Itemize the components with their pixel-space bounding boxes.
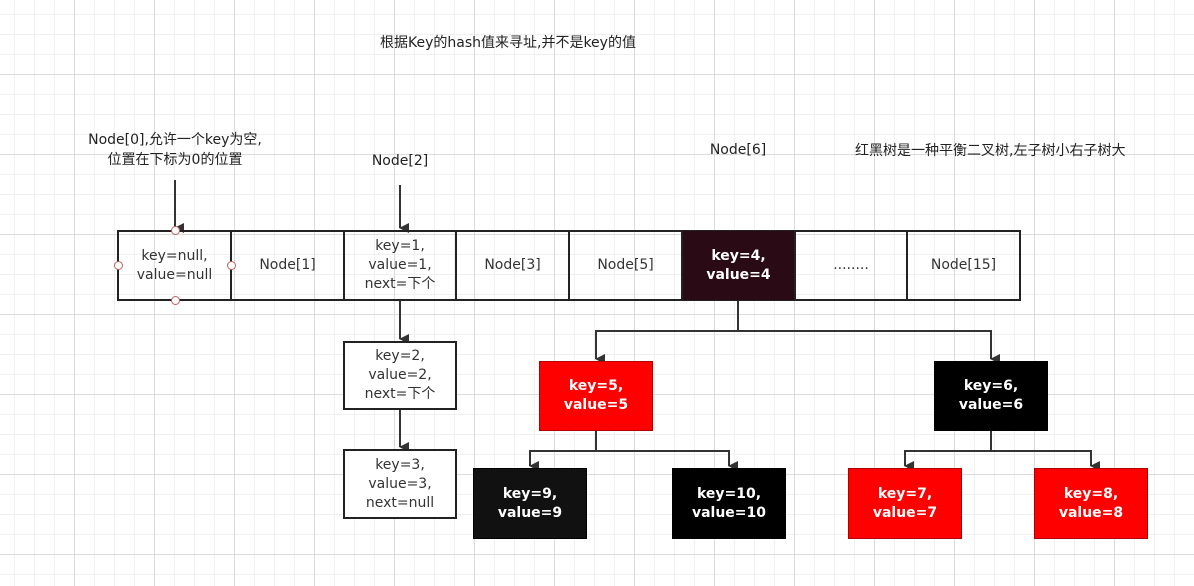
cell-text: value=4 [706,266,771,283]
node-text: next=下个 [364,386,436,402]
array-cell-3[interactable]: Node[3] [457,231,570,300]
node-text: key=9, [502,485,558,502]
node-text: key=10, [696,485,762,502]
top-note: 根据Key的hash值来寻址,并不是key的值 [380,35,636,51]
cell-text: Node[1] [259,257,316,273]
node6-label: Node[6] [709,142,767,158]
cell-text: key=1, [375,238,425,254]
cell-text: Node[3] [484,257,541,273]
cell-text: Node[15] [930,257,997,273]
edge-root-right [738,330,1000,364]
node-text: value=7 [872,504,938,521]
cell-text: value=1, [368,257,432,273]
node-text: next=null [365,494,435,511]
node2-label: Node[2] [371,153,429,169]
array-cell-0[interactable]: key=null, value=null [119,231,232,300]
tree-node-key9[interactable]: key=9, value=9 [473,468,587,539]
node-text: key=7, [877,485,933,502]
array-cell-ellipsis[interactable]: ........ [796,231,908,300]
selection-handle-left[interactable] [114,261,123,270]
tree-node-key10[interactable]: key=10, value=10 [672,468,786,539]
node-text: key=6, [963,378,1019,394]
cell-text: key=null, [141,247,208,264]
tree-node-key7[interactable]: key=7, value=7 [848,468,962,539]
edge-n6-left [904,450,991,471]
node0-note-line1: Node[0],允许一个key为空, [88,132,262,148]
node-text: value=3, [368,475,432,492]
tree-node-key5[interactable]: key=5, value=5 [539,361,653,431]
selection-handle-bottom[interactable] [171,296,180,305]
node-text: key=5, [568,378,624,394]
node-text: key=3, [375,456,425,473]
array-cell-6[interactable]: key=4, value=4 [683,231,796,300]
rbtree-note: 红黑树是一种平衡二叉树,左子树小右子树大 [855,143,1126,159]
node-text: key=8, [1063,485,1119,502]
tree-node-key6[interactable]: key=6, value=6 [934,361,1048,431]
list-node-key2[interactable]: key=2, value=2, next=下个 [343,341,457,410]
cell-text: ........ [833,257,869,273]
array-cell-15[interactable]: Node[15] [908,231,1019,300]
edge-n5-left [529,450,596,471]
selection-handle-right[interactable] [227,261,236,270]
list-node-key3[interactable]: key=3, value=3, next=null [343,449,457,519]
selection-handle-top[interactable] [171,226,180,235]
array-cell-1[interactable]: Node[1] [232,231,345,300]
array-cell-2[interactable]: key=1, value=1, next=下个 [345,231,457,300]
node-text: value=2, [368,367,432,383]
cell-text: Node[5] [597,257,654,273]
node-text: value=8 [1058,504,1124,521]
edge-n6-right [991,450,1100,471]
node-text: value=5 [563,397,629,413]
cell-text: value=null [136,266,213,283]
node-text: value=9 [497,504,563,521]
edge-root-left [595,330,738,364]
cell-text: key=4, [711,247,766,264]
node0-note-line2: 位置在下标为0的位置 [107,152,243,168]
array-cell-5[interactable]: Node[5] [570,231,683,300]
node-text: value=6 [958,397,1024,413]
edge-n5-right [596,450,738,471]
tree-node-key8[interactable]: key=8, value=8 [1034,468,1148,539]
node-text: key=2, [375,348,425,364]
cell-text: next=下个 [364,276,436,292]
node-text: value=10 [691,504,767,521]
